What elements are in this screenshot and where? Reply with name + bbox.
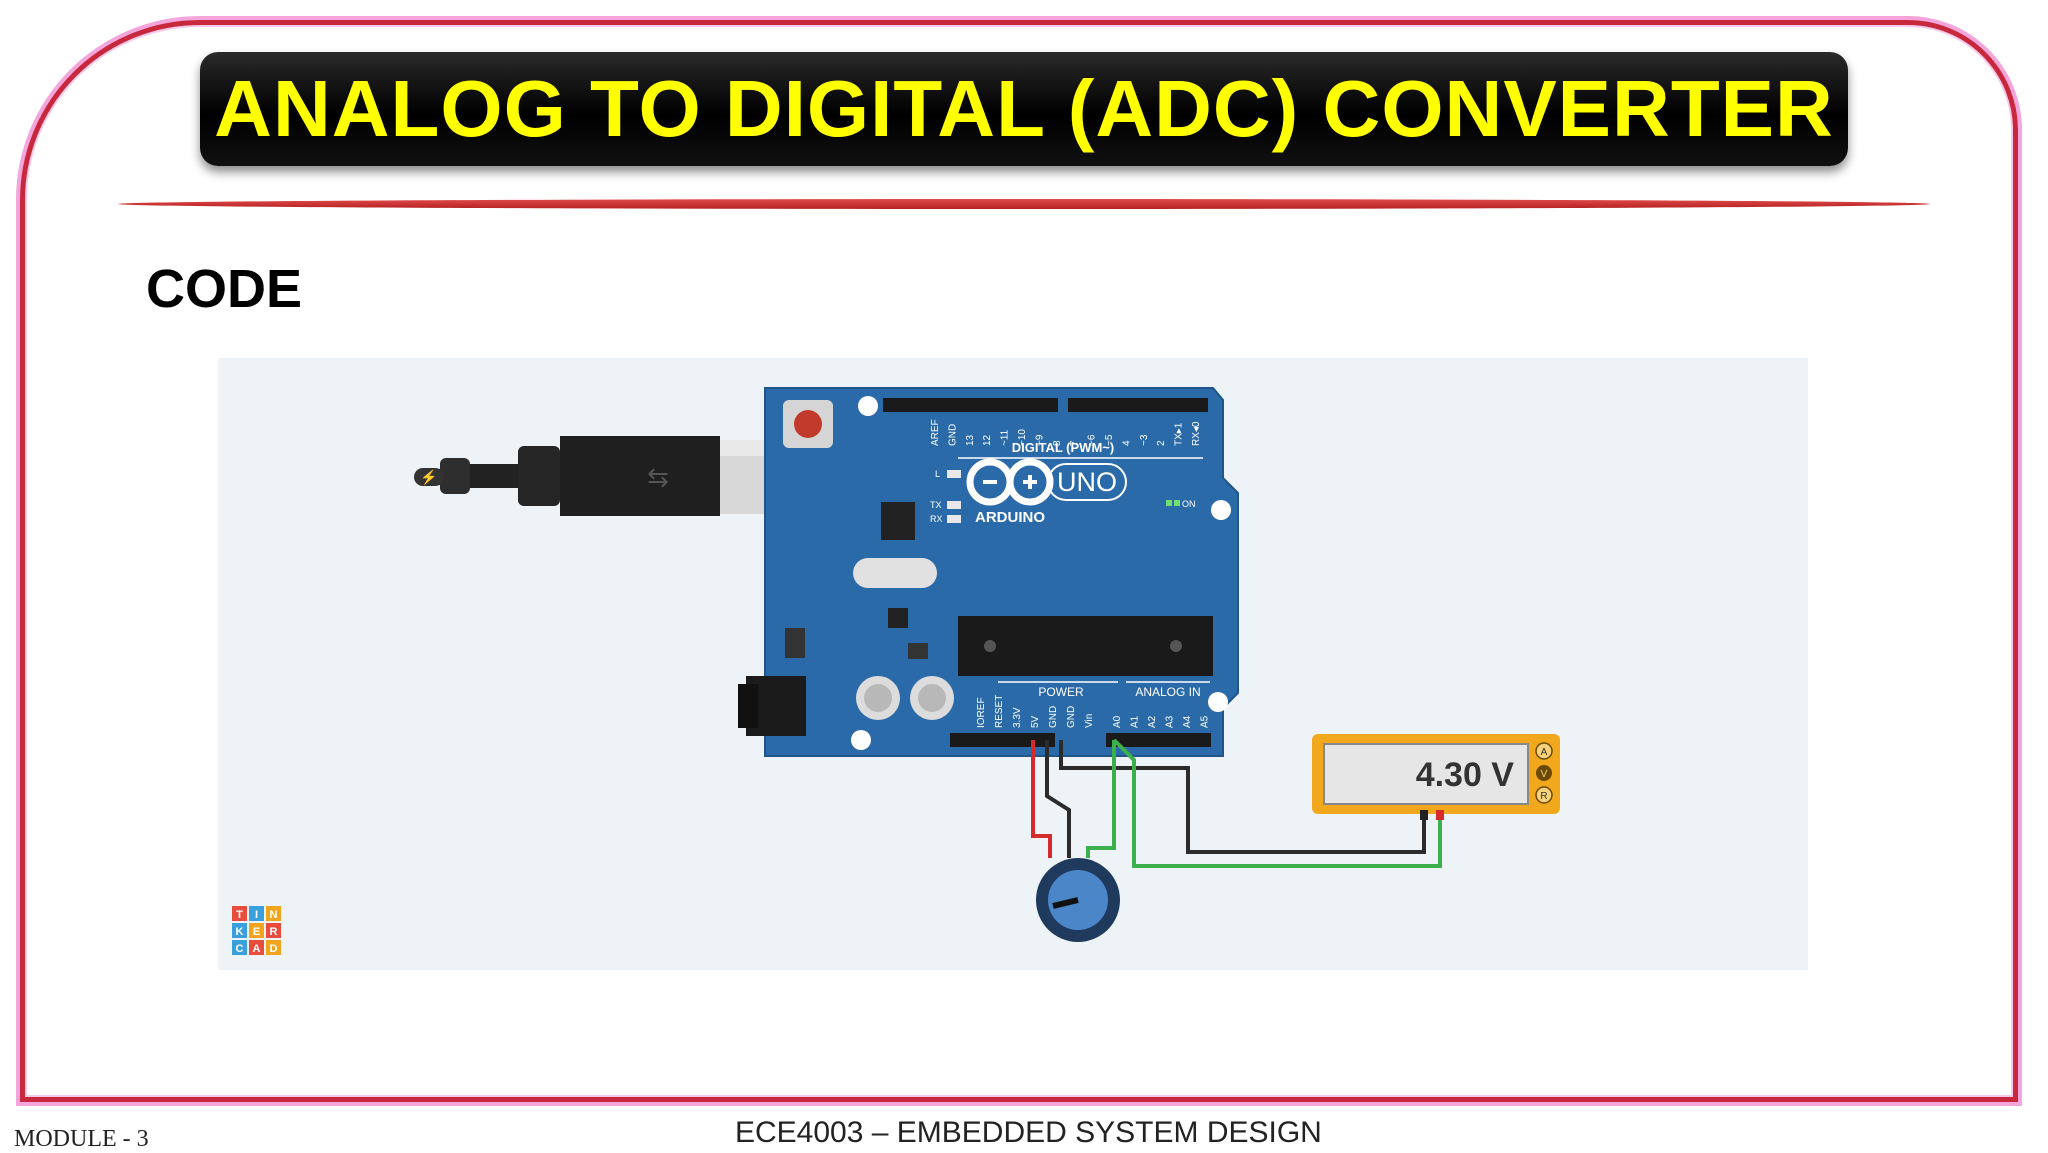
pin-label: 4 [1121, 440, 1132, 446]
tinkercad-tile [232, 923, 247, 938]
wire-gnd-meter [1059, 740, 1426, 854]
slide-title: ANALOG TO DIGITAL (ADC) CONVERTER [214, 64, 1834, 153]
mode-a: A [1541, 747, 1548, 758]
pin-label: GND [1066, 706, 1077, 728]
wire-a0-meter [1112, 738, 1442, 868]
analog-pin-labels: A0 A1 A2 A3 A4 A5 [1112, 715, 1211, 728]
tinkercad-tile [232, 906, 247, 921]
title-underline [118, 199, 1930, 209]
pin-label: 8 [1052, 440, 1063, 446]
pin-label: A3 [1165, 715, 1176, 728]
pin-label: AREF [930, 419, 941, 446]
svg-text:⚡: ⚡ [420, 469, 437, 486]
led-label-rx: RX [930, 514, 943, 524]
mode-v: V [1541, 769, 1548, 780]
pin-label: IOREF [976, 697, 987, 728]
pin-label: ~5 [1104, 434, 1115, 446]
tinkercad-letter: E [253, 926, 260, 938]
pin-label: ~10 [1017, 429, 1028, 446]
on-led-label: ON [1182, 499, 1196, 509]
circuit-diagram: ⚡ ⇆ [232, 387, 1560, 955]
wire-gnd-pot [1045, 740, 1071, 858]
power-pin-labels: IOREF RESET 3.3V 5V GND GND Vin [976, 695, 1095, 728]
tinkercad-letter: N [270, 909, 278, 921]
tinkercad-tile [266, 940, 281, 955]
power-header-label: POWER [1038, 685, 1084, 699]
pin-label: GND [947, 424, 958, 446]
tinkercad-letter: R [270, 926, 278, 938]
pin-label: A5 [1200, 715, 1211, 728]
tinkercad-tile [249, 923, 264, 938]
wire-5v [1031, 740, 1052, 858]
pin-label: TX▸1 [1174, 422, 1185, 446]
potentiometer [1036, 858, 1120, 942]
pin-label: 13 [965, 434, 976, 446]
tinkercad-letter: A [253, 943, 261, 955]
pin-label: RX◂0 [1191, 421, 1202, 446]
tinkercad-letter: K [236, 926, 244, 938]
tinkercad-letter: C [236, 943, 244, 955]
board-model: UNO [1057, 467, 1117, 497]
pin-label: 7 [1069, 440, 1080, 446]
tinkercad-letter: T [236, 909, 243, 921]
slide-frame [20, 20, 2018, 1102]
pin-label: GND [1048, 706, 1059, 728]
title-banner: ANALOG TO DIGITAL (ADC) CONVERTER [200, 52, 1848, 166]
led-label-tx: TX [930, 500, 942, 510]
circuit-figure: ⚡ ⇆ [218, 358, 1808, 970]
pin-label: 3.3V [1012, 707, 1023, 728]
pin-label: ~9 [1034, 434, 1045, 446]
pin-label: A1 [1130, 715, 1141, 728]
pin-label: RESET [994, 695, 1005, 728]
pin-label: Vin [1084, 714, 1095, 728]
mode-r: R [1540, 791, 1547, 802]
board-brand: ARDUINO [975, 509, 1045, 526]
tinkercad-letter: D [270, 943, 278, 955]
pin-label: ~11 [1000, 429, 1011, 446]
pin-label: A2 [1147, 715, 1158, 728]
tinkercad-tile [266, 923, 281, 938]
tinkercad-tile [249, 940, 264, 955]
tinkercad-tile [249, 906, 264, 921]
multimeter: 4.30 V A V R [1312, 734, 1560, 820]
pin-label: ~3 [1139, 434, 1150, 446]
pin-label: 12 [982, 434, 993, 446]
analog-header-label: ANALOG IN [1135, 685, 1200, 699]
wire-a0-pot [1086, 740, 1116, 858]
wires [1031, 738, 1442, 868]
pin-label: A4 [1182, 715, 1193, 728]
pin-label: A0 [1112, 715, 1123, 728]
section-heading: CODE [146, 259, 303, 319]
arduino-infinity-logo [966, 458, 1054, 506]
pin-label: 2 [1156, 440, 1167, 446]
tinkercad-tile [266, 906, 281, 921]
led-label-l: L [935, 469, 940, 479]
multimeter-reading: 4.30 V [1416, 756, 1515, 794]
usb-icon: ⇆ [647, 462, 669, 492]
pin-label: ~6 [1087, 434, 1098, 446]
tinkercad-letter: I [255, 909, 258, 921]
tinkercad-tile [232, 940, 247, 955]
course-title: ECE4003 – EMBEDDED SYSTEM DESIGN [735, 1116, 1322, 1149]
pin-label: 5V [1030, 715, 1041, 728]
module-label: MODULE - 3 [14, 1126, 149, 1152]
digital-header-label: DIGITAL (PWM~) [1012, 440, 1114, 455]
